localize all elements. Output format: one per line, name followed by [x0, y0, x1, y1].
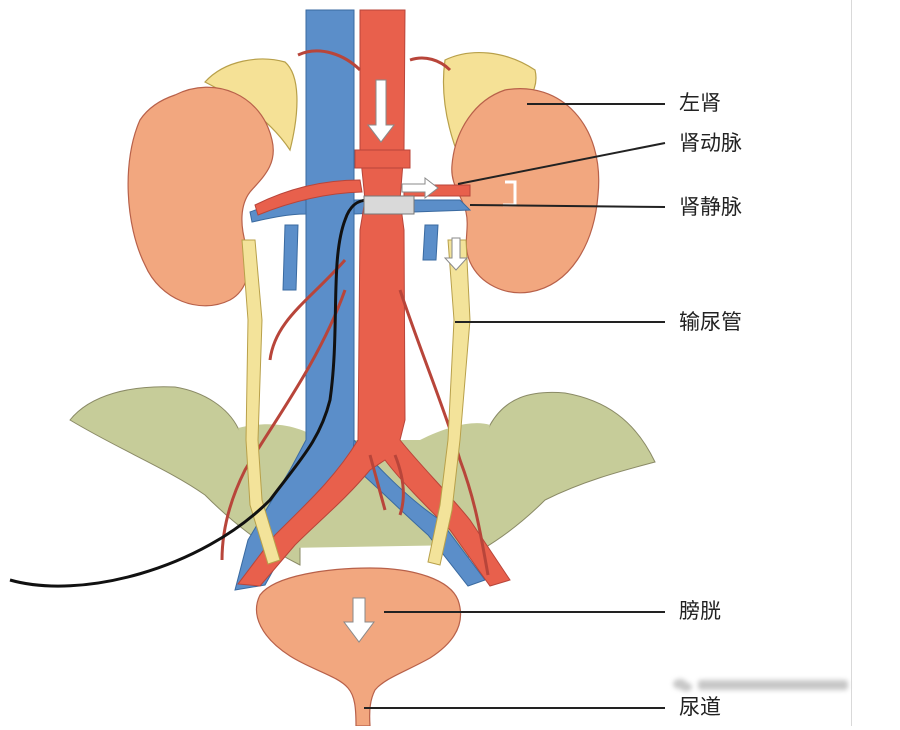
kidney-left: [451, 88, 600, 294]
label-bladder: 膀胱: [679, 599, 721, 623]
bladder: [255, 567, 462, 727]
arrow-down-bladder: [343, 597, 375, 643]
inferior-vena-cava: [234, 9, 486, 591]
wechat-icon: [673, 679, 692, 692]
iliac-vein-right: [351, 438, 486, 587]
arrow-down-ureter: [443, 237, 469, 271]
label-urethra: 尿道: [679, 695, 721, 719]
label-renal-artery: 肾动脉: [679, 131, 742, 155]
kidney-right-side: [127, 86, 274, 307]
ureter-right-side: [241, 239, 281, 565]
stent: [363, 195, 415, 215]
label-renal-vein: 肾静脉: [679, 195, 742, 219]
flow-arrows: [366, 79, 517, 271]
label-ureter: 输尿管: [679, 310, 742, 334]
renal-artery-right: [254, 179, 363, 216]
watermark: [673, 679, 848, 692]
pelvis-left: [69, 386, 301, 566]
catheter: [9, 198, 369, 588]
label-left-kidney: 左肾: [679, 91, 721, 115]
right-border: [851, 0, 852, 726]
arrow-down-aorta: [366, 79, 396, 143]
arrow-right-renal-artery: [401, 176, 439, 200]
leader-lines: [364, 103, 666, 709]
aorta: [237, 9, 511, 587]
